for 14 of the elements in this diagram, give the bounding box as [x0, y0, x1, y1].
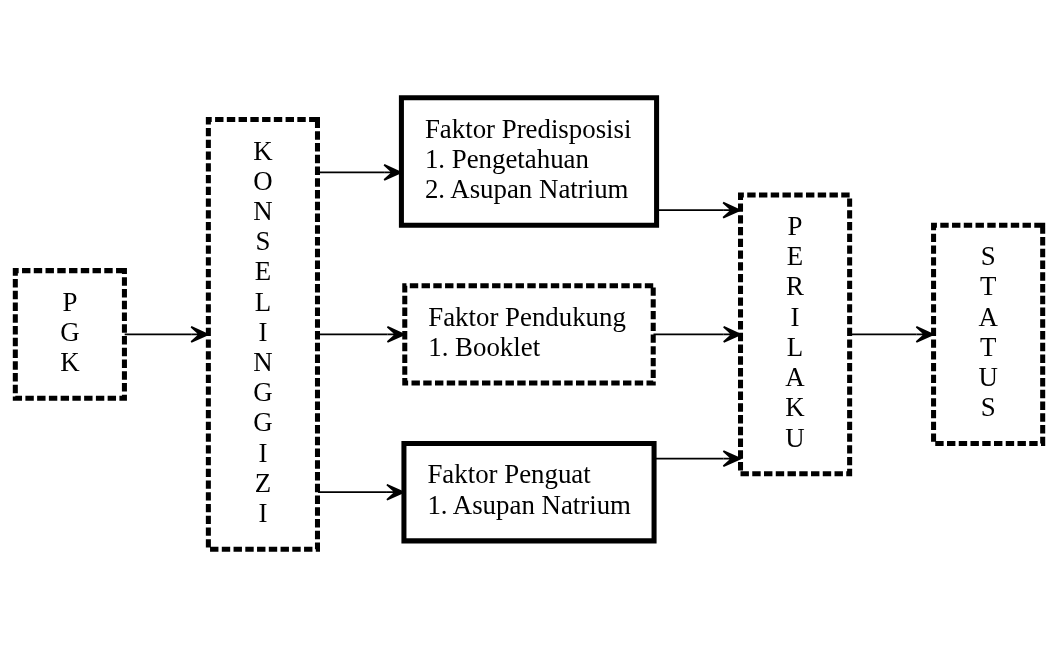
node-box: P E R I L A K U — [738, 192, 853, 476]
arrow — [652, 325, 742, 343]
node-box: P G K — [12, 267, 127, 401]
arrow — [317, 325, 406, 343]
node-box: Faktor Pendukung 1. Booklet — [402, 282, 656, 386]
node-box: Faktor Penguat 1. Asupan Natrium — [401, 440, 657, 543]
node-box: S T A T U S — [931, 222, 1046, 446]
node-box: K O N S E L I N G G I Z I — [205, 116, 320, 552]
arrow — [123, 325, 209, 343]
arrow — [849, 325, 934, 343]
arrow — [653, 449, 741, 467]
arrow — [317, 483, 405, 501]
node-box: Faktor Predisposisi 1. Pengetahuan 2. Asupan Natrium — [398, 94, 660, 228]
arrow — [317, 163, 402, 181]
